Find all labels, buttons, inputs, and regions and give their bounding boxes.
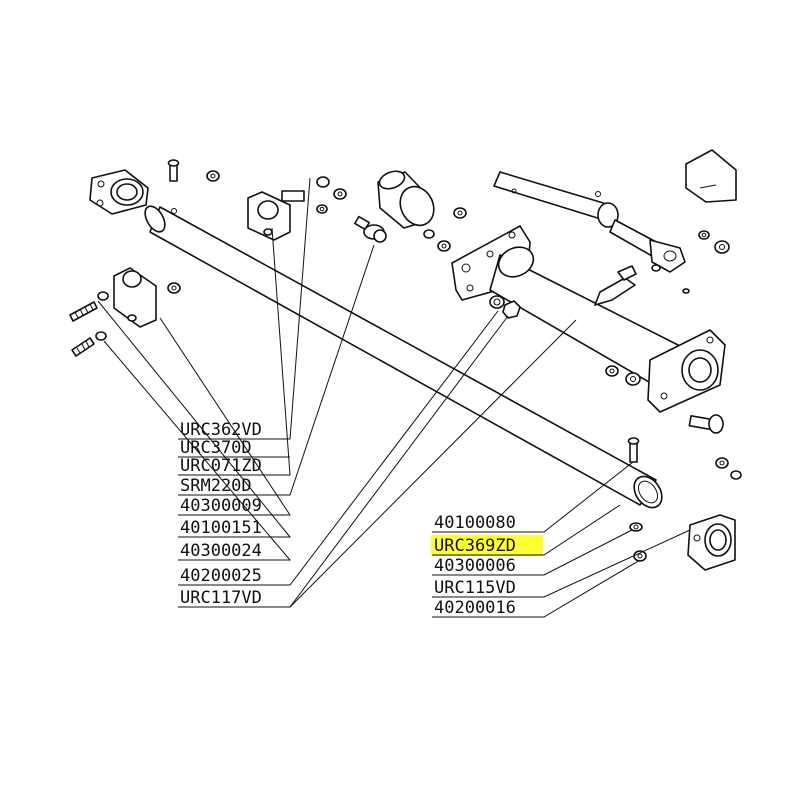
part-label[interactable]: SRM220D xyxy=(180,476,252,496)
part-label[interactable]: 40100151 xyxy=(180,518,262,538)
washers-mid-top xyxy=(423,207,467,252)
part-label[interactable]: URC115VD xyxy=(434,578,516,598)
top-left-flange-bracket xyxy=(89,169,149,215)
left-label-stack: URC362VD URC370D URC071ZD SRM220D 403000… xyxy=(180,420,262,608)
long-tube xyxy=(144,205,663,509)
threaded-rod-lower xyxy=(71,331,107,357)
highlight-marker xyxy=(431,535,543,556)
shaft-lever-tab xyxy=(594,265,637,306)
part-label[interactable]: 40200016 xyxy=(434,598,516,618)
leader-lines xyxy=(97,177,691,618)
part-label[interactable]: 40200025 xyxy=(180,566,262,586)
right-small-hardware xyxy=(605,230,730,386)
nut-upper-mid xyxy=(316,176,347,214)
top-right-housing xyxy=(685,149,737,203)
upper-clevis-bracket xyxy=(247,190,305,241)
part-label[interactable]: URC370D xyxy=(180,438,252,458)
part-label[interactable]: 40300024 xyxy=(180,541,262,561)
collar-pin xyxy=(354,215,387,243)
part-label[interactable]: 40100080 xyxy=(434,513,516,533)
plate-washer-nut xyxy=(489,295,521,319)
sleeve-bushing xyxy=(377,170,435,229)
part-label[interactable]: 40300006 xyxy=(434,556,516,576)
threaded-rod-upper xyxy=(69,291,109,322)
right-stud-bolt xyxy=(688,414,742,480)
nut-top xyxy=(206,170,220,182)
part-label[interactable]: 40300009 xyxy=(180,496,262,516)
lower-right-flange-bracket xyxy=(687,514,736,571)
part-label[interactable]: URC071ZD xyxy=(180,456,262,476)
left-clamp-block xyxy=(113,267,181,328)
washer-lower-right xyxy=(629,522,643,532)
right-mount-plate xyxy=(647,329,726,413)
part-label-highlighted[interactable]: URC369ZD xyxy=(434,536,516,556)
hydraulic-cylinder xyxy=(493,171,686,273)
tube-end-bolt xyxy=(627,437,640,463)
part-label[interactable]: URC117VD xyxy=(180,588,262,608)
right-label-stack: 40100080 URC369ZD 40300006 URC115VD 4020… xyxy=(434,513,516,618)
part-label[interactable]: URC362VD xyxy=(180,420,262,440)
small-bolt-top xyxy=(167,159,180,182)
